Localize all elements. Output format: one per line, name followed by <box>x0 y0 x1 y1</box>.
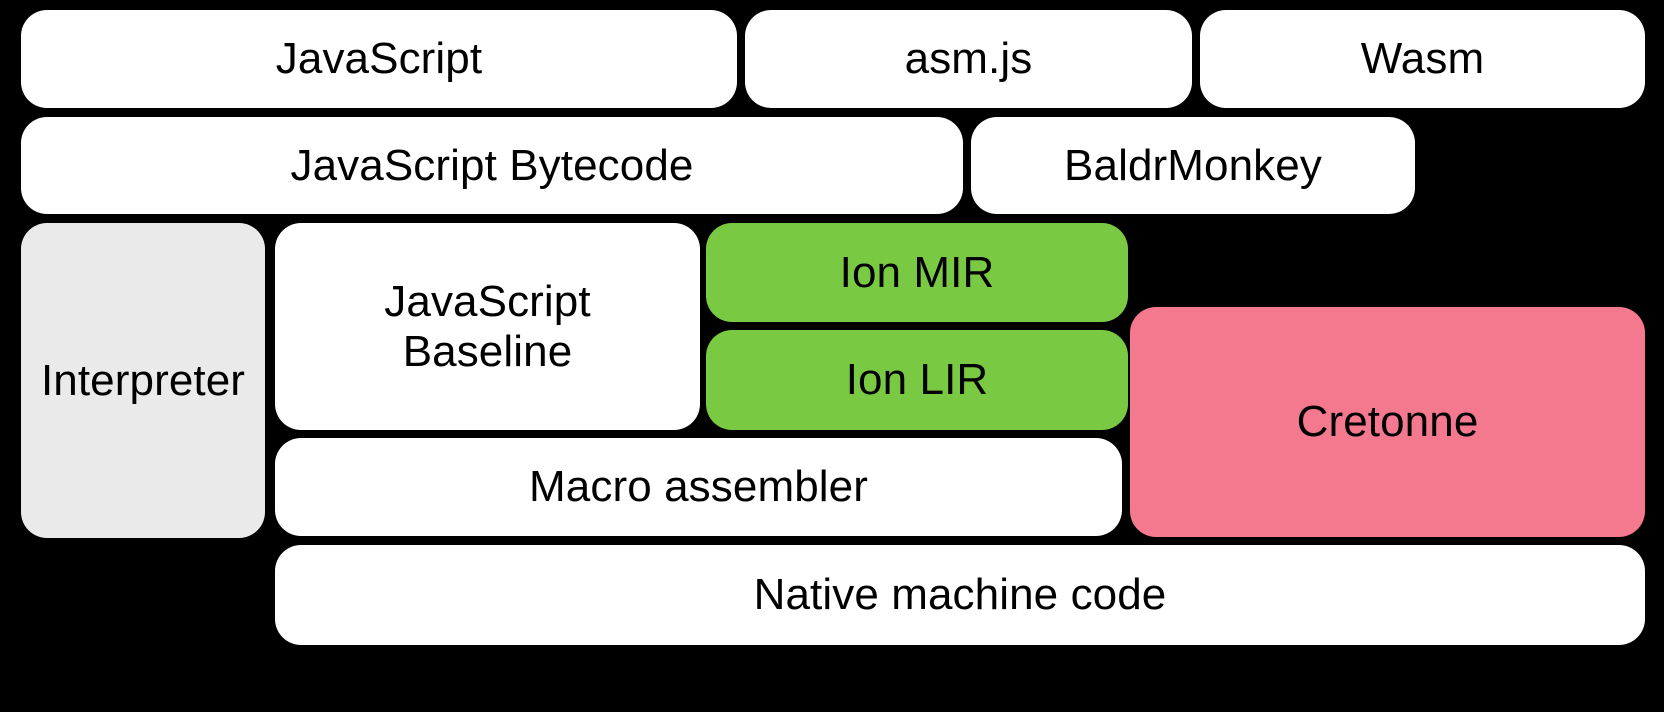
node-javascript: JavaScript <box>21 10 737 108</box>
node-interpreter: Interpreter <box>21 223 265 538</box>
node-cretonne: Cretonne <box>1130 307 1645 537</box>
node-javascript-baseline: JavaScript Baseline <box>275 223 700 430</box>
node-baldrmonkey: BaldrMonkey <box>971 117 1415 214</box>
node-asmjs: asm.js <box>745 10 1192 108</box>
node-ion-mir: Ion MIR <box>706 223 1128 322</box>
node-native-machine-code: Native machine code <box>275 545 1645 645</box>
node-javascript-bytecode: JavaScript Bytecode <box>21 117 963 214</box>
node-wasm: Wasm <box>1200 10 1645 108</box>
node-macro-assembler: Macro assembler <box>275 438 1122 536</box>
node-ion-lir: Ion LIR <box>706 330 1128 430</box>
